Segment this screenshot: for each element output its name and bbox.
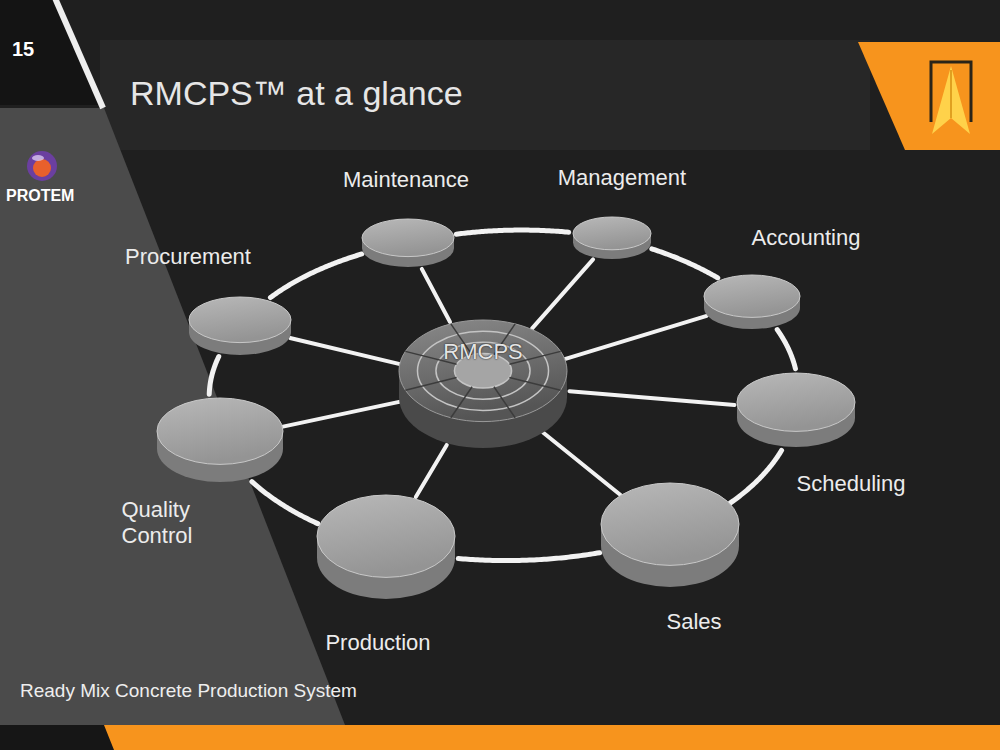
spoke-connector (422, 269, 450, 322)
disc-top (737, 373, 855, 431)
logo-core (33, 159, 51, 177)
footer-bar (104, 725, 1000, 750)
disc-top (601, 483, 739, 565)
side-panel (0, 108, 345, 725)
ring-connector (730, 450, 782, 503)
module-label: Quality Control (122, 497, 231, 549)
ring-connector (652, 249, 718, 278)
spoke-connector (290, 338, 400, 364)
disc-shape (599, 481, 741, 589)
module-label: Maintenance (343, 167, 469, 193)
ring-connector (270, 254, 361, 298)
spoke-connector (543, 432, 620, 495)
disc-top (317, 495, 455, 577)
number-panel (0, 0, 100, 105)
spoke-connector (564, 316, 707, 360)
ring-connector (458, 553, 599, 561)
logo-arrow (932, 66, 970, 134)
disc-segment (509, 377, 560, 390)
company-name: PROTEM (6, 187, 74, 205)
logo-ring (27, 151, 57, 181)
disc-shape (397, 318, 569, 450)
module-disc: Management (571, 215, 653, 261)
corner-accent (858, 42, 1000, 150)
module-label: Management (558, 165, 686, 191)
ring-connector (777, 330, 795, 369)
spoke-connector (416, 445, 447, 497)
disc-top (157, 398, 283, 464)
disc-shape (571, 215, 653, 261)
disc-shape (187, 295, 293, 357)
disc-shape (702, 273, 802, 331)
slide-number: 15 (12, 38, 34, 61)
module-disc: Production (315, 493, 457, 601)
module-disc: Quality Control (155, 396, 285, 484)
disc-shape (155, 396, 285, 484)
disc-segment (494, 387, 515, 418)
footer-ground (0, 725, 1000, 750)
module-label: Sales (666, 609, 721, 635)
module-label: Scheduling (797, 471, 906, 497)
diagonal-stripe (55, 0, 103, 108)
module-disc: Accounting (702, 273, 802, 331)
spoke-connector (569, 391, 734, 405)
hub-label: RMCPS (443, 339, 522, 365)
title-band (100, 40, 870, 150)
disc-shape (360, 217, 456, 269)
module-disc: Sales (599, 481, 741, 589)
module-disc: Procurement (187, 295, 293, 357)
disc-top (704, 275, 800, 317)
module-label: Accounting (752, 225, 861, 251)
ring-connector (456, 230, 568, 234)
system-name: Ready Mix Concrete Production System (20, 680, 357, 702)
ring-connector (252, 482, 318, 524)
spoke-connector (532, 259, 593, 328)
logo-arrow-ridge (950, 70, 952, 118)
disc-top (189, 297, 291, 343)
disc-top (573, 217, 651, 250)
module-disc: Scheduling (735, 371, 857, 449)
disc-segment (451, 387, 472, 418)
hub-disc: RMCPS (397, 318, 569, 450)
logo-frame (931, 62, 971, 122)
module-label: Production (325, 630, 430, 656)
disc-top (362, 219, 454, 257)
slide-title: RMCPS™ at a glance (130, 74, 463, 113)
disc-shape (735, 371, 857, 449)
ring-connector (209, 357, 219, 395)
disc-ring (417, 331, 548, 410)
disc-top (399, 320, 567, 422)
disc-segment (405, 377, 456, 390)
module-disc: Maintenance (360, 217, 456, 269)
spoke-connector (283, 402, 399, 427)
disc-shape (315, 493, 457, 601)
module-label: Procurement (125, 244, 251, 270)
logo-highlight (32, 155, 44, 161)
